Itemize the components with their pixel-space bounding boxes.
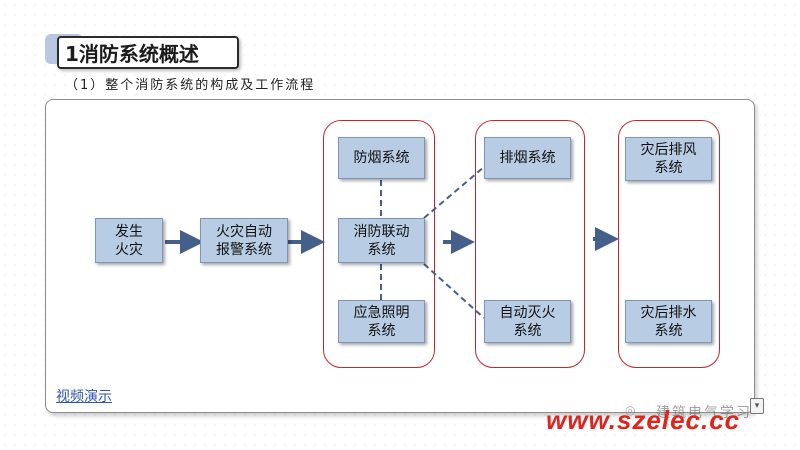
scroll-down-icon[interactable]: ▾ [750,398,764,414]
node-emergency-lighting-label: 应急照明系统 [353,304,410,339]
group-extinguishing-systems [475,120,585,368]
node-post-fire-exhaust: 灾后排风系统 [625,137,712,181]
node-post-fire-drainage: 灾后排水系统 [625,300,712,343]
node-fire-label: 发生火灾 [115,223,143,258]
node-linkage-system: 消防联动系统 [338,218,425,263]
node-post-fire-exhaust-label: 灾后排风系统 [640,142,697,176]
node-smoke-exhaust: 排烟系统 [484,137,571,179]
node-linkage-label: 消防联动系统 [353,223,410,258]
node-fire: 发生火灾 [95,218,163,263]
video-demo-link[interactable]: 视频演示 [56,389,112,405]
node-auto-extinguish-label: 自动灭火系统 [499,304,556,339]
node-smoke-exhaust-label: 排烟系统 [499,150,556,166]
node-smoke-prevention: 防烟系统 [338,137,425,179]
slide-title: 1消防系统概述 [57,36,239,69]
dash-linkage-to-extinguish [423,263,485,319]
node-emergency-lighting: 应急照明系统 [338,300,425,343]
slide-subtitle: （1）整个消防系统的构成及工作流程 [65,78,316,93]
node-post-fire-drainage-label: 灾后排水系统 [640,304,697,339]
node-fire-alarm-system: 火灾自动报警系统 [200,218,288,263]
watermark-url: www.szelec.cc [546,405,741,435]
node-auto-extinguish: 自动灭火系统 [484,300,571,343]
node-fire-alarm-label: 火灾自动报警系统 [216,223,272,258]
node-smoke-prevention-label: 防烟系统 [353,150,410,166]
slide-title-text: 1消防系统概述 [65,42,199,66]
watermark-name: 建筑电气学习 [656,405,752,421]
dash-linkage-to-exhaust [423,166,485,219]
wechat-icon: ◎ [625,403,636,417]
